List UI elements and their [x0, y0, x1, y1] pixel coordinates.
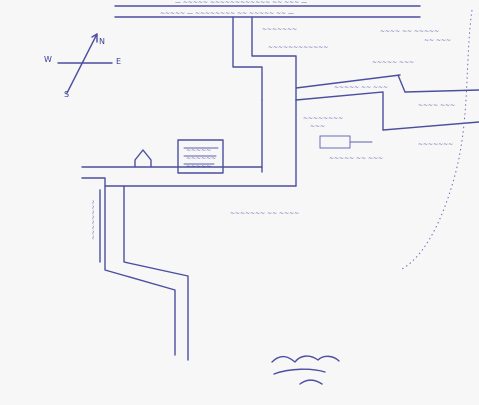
compass-west: W: [44, 55, 52, 64]
south-lane: [99, 185, 189, 361]
central-lane: [232, 16, 297, 187]
labelled-plot: [177, 139, 224, 174]
handwritten-notes: ~~~~~~~ ~~~~ ~~ ~~~~~ ~~ ~~~ ~~~~~~~~~~~…: [186, 26, 455, 217]
svg-text:~~~~~~~: ~~~~~~~: [262, 26, 297, 33]
dotted-boundary: [399, 9, 473, 271]
svg-text:~~~~~ ~~~: ~~~~~ ~~~: [372, 59, 414, 66]
svg-text:~~~~~ ~~ ~~~: ~~~~~ ~~ ~~~: [329, 155, 383, 162]
svg-text:~~~~~: ~~~~~: [186, 163, 211, 170]
svg-text:~~ ~~~: ~~ ~~~: [424, 37, 451, 44]
top-road-labels: — ~~~~~ ~~~~~~~~~~~~ ~~ ~~~ — ~~~~~ — ~~…: [160, 0, 307, 17]
right-branch: [295, 74, 479, 131]
svg-text:~~~~ ~~~: ~~~~ ~~~: [418, 102, 455, 109]
svg-text:~~~~~~: ~~~~~~: [186, 155, 216, 162]
signature: [271, 355, 340, 385]
compass-rose: N W E S: [44, 33, 121, 99]
svg-text:~~~~~~~~: ~~~~~~~~: [303, 115, 343, 122]
svg-text:~~~~ ~~ ~~~~~: ~~~~ ~~ ~~~~~: [380, 28, 439, 35]
svg-text:~~~~~~~~~~~~: ~~~~~~~~~~~~: [268, 44, 328, 51]
svg-text:~~~~~: ~~~~~: [186, 147, 211, 154]
svg-text:~~~~~~~: ~~~~~~~: [418, 141, 453, 148]
vertical-note: ~~~~~~~~: [90, 200, 97, 240]
svg-text:~~~~~~~~: ~~~~~~~~: [90, 200, 97, 240]
compass-north: N: [99, 37, 105, 46]
top-road: [114, 5, 421, 18]
svg-text:~~~~~ — ~~~~~~~~ ~~ ~~~~~ ~~ —: ~~~~~ — ~~~~~~~~ ~~ ~~~~~ ~~ —: [160, 10, 294, 17]
compass-east: E: [116, 57, 121, 66]
svg-text:~~~~~ ~~ ~~~: ~~~~~ ~~ ~~~: [334, 84, 388, 91]
svg-text:— ~~~~~ ~~~~~~~~~~~~ ~~ ~~~ —: — ~~~~~ ~~~~~~~~~~~~ ~~ ~~~ —: [175, 0, 307, 6]
middle-road: [81, 166, 297, 187]
house-symbol: [134, 149, 152, 168]
inner-parcel: [319, 135, 373, 149]
compass-south: S: [64, 90, 69, 99]
svg-text:~~~~~~~ ~~ ~~~~: ~~~~~~~ ~~ ~~~~: [230, 210, 299, 217]
svg-text:~~~: ~~~: [310, 123, 325, 130]
